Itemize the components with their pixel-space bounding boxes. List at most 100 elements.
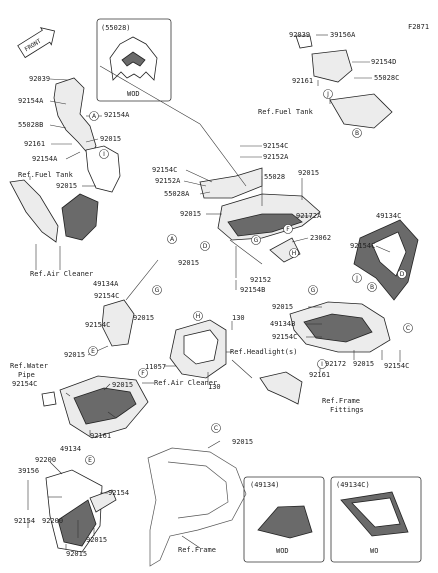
left-mid-cover-shape: [101, 299, 135, 347]
part-label: 92015: [66, 550, 87, 558]
left-inner-bracket-shape: [61, 193, 99, 241]
callout-g-3: G: [152, 285, 162, 295]
part-label: 39156: [18, 467, 39, 475]
part-label: 55028C: [374, 74, 399, 82]
svg-text:G: G: [311, 287, 316, 294]
part-label: 39156A: [330, 31, 356, 39]
part-label: 92015: [178, 259, 199, 267]
svg-text:I: I: [103, 151, 105, 158]
part-label: 92152: [250, 276, 271, 284]
svg-text:B: B: [355, 130, 359, 137]
callout-j-2: J: [352, 273, 362, 283]
part-label: 92161: [292, 77, 313, 85]
part-label: 92161: [309, 371, 330, 379]
part-label: 92154: [108, 489, 129, 497]
part-label: 92200: [42, 517, 63, 525]
part-label: 92039: [289, 31, 310, 39]
callout-a-1: A: [89, 111, 99, 121]
callout-d-2: D: [397, 269, 407, 279]
callout-j-1: J: [323, 89, 333, 99]
upper-cowl-inset-detail-icon: [121, 51, 146, 67]
side-cover-inset-icon: [257, 505, 313, 539]
part-label: 92172: [325, 360, 346, 368]
callout-h-1: H: [289, 248, 299, 258]
svg-text:D: D: [400, 271, 405, 278]
left-side-panel-shape: [9, 179, 59, 243]
callout-c-2: C: [211, 423, 221, 433]
svg-text:A: A: [92, 113, 97, 120]
part-label: 92161: [90, 432, 111, 440]
part-label: 92154A: [18, 97, 44, 105]
svg-text:J: J: [326, 91, 329, 98]
inset-variant-49134: WOD: [276, 547, 289, 555]
water-pipe-clip-shape: [41, 391, 57, 407]
part-label: 23062: [310, 234, 331, 242]
part-label: 92015: [100, 135, 121, 143]
ref-air-cleaner-mid: Ref.Air Cleaner: [154, 379, 217, 387]
callout-a-2: A: [167, 234, 177, 244]
front-arrow-icon: FRONT: [17, 27, 56, 59]
part-label: 92015: [298, 169, 319, 177]
part-label: 55028: [264, 173, 285, 181]
svg-text:F: F: [286, 226, 290, 233]
callout-b-2: B: [367, 282, 377, 292]
callout-d-1: D: [200, 241, 210, 251]
part-label: 92154C: [384, 362, 409, 370]
meter-cover-shape: [199, 167, 263, 199]
inset-code-49134: (49134): [250, 481, 280, 489]
diagram-code: F2871: [408, 23, 429, 31]
part-label: 92154C: [272, 333, 297, 341]
part-label: 92015: [353, 360, 374, 368]
part-label: 49134C: [376, 212, 401, 220]
callout-i-1: I: [99, 149, 109, 159]
part-label: 55028A: [164, 190, 190, 198]
part-label: 49134: [60, 445, 81, 453]
callout-f-1: F: [283, 224, 293, 234]
part-label: 130: [232, 314, 245, 322]
part-label: 92172A: [296, 212, 322, 220]
lower-center-cover-inner-shape: [303, 313, 373, 343]
svg-text:E: E: [88, 457, 92, 464]
upper-cowl-inner-shape: [227, 213, 303, 237]
svg-text:A: A: [170, 236, 175, 243]
ref-headlight: Ref.Headlight(s): [230, 348, 297, 356]
part-label: 92154C: [152, 166, 177, 174]
part-label: 92015: [56, 182, 77, 190]
frame-inner-line-shape: [167, 461, 229, 519]
svg-text:G: G: [155, 287, 160, 294]
part-label: 92154D: [371, 58, 396, 66]
ref-frame-fittings-line2: Fittings: [330, 406, 364, 414]
inset-code-55028: (55028): [101, 24, 131, 32]
right-lower-cover-shape: [329, 93, 393, 129]
frame-fitting-bracket-shape: [259, 371, 303, 405]
callout-h-2: H: [193, 311, 203, 321]
part-label: 92152A: [263, 153, 289, 161]
part-label: 92154B: [240, 286, 265, 294]
ref-water-pipe-line1: Ref.Water: [10, 362, 48, 370]
callout-e-1: E: [88, 346, 98, 356]
left-lower-panel-inner-shape: [73, 387, 137, 425]
part-label: 130: [208, 383, 221, 391]
svg-text:D: D: [203, 243, 208, 250]
part-label: 92015: [133, 314, 154, 322]
svg-text:H: H: [196, 313, 201, 320]
svg-text:G: G: [254, 237, 259, 244]
part-label: 11057: [145, 363, 166, 371]
part-label: 92015: [112, 381, 133, 389]
part-label: 92154: [14, 517, 35, 525]
part-label: 92154A: [32, 155, 58, 163]
frame-outline-shape: [147, 447, 247, 567]
leader-lines: [27, 34, 401, 550]
part-label: 92039: [29, 75, 50, 83]
part-label: 92015: [86, 536, 107, 544]
right-fairing-stripe-shape: [371, 231, 407, 277]
part-label: 49134A: [93, 280, 119, 288]
side-cover-seal-shape: [89, 489, 117, 513]
left-side-cover-inner-shape: [57, 499, 97, 547]
inset-code-49134c: (49134C): [336, 481, 370, 489]
callout-c-1: C: [403, 323, 413, 333]
svg-text:C: C: [406, 325, 410, 332]
left-front-cover-shape: [85, 145, 121, 193]
